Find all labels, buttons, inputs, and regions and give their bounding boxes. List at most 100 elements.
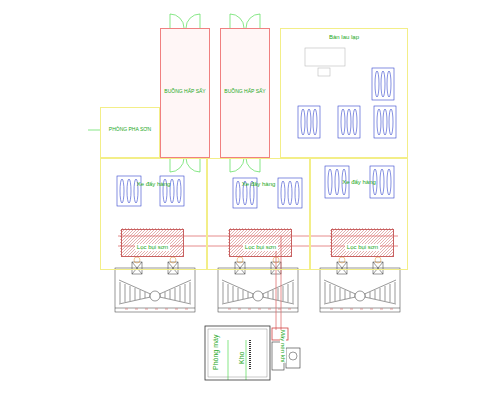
booth-tick xyxy=(135,309,138,310)
room-zone: Xe đẩy hàngLọc bụi sơn xyxy=(207,158,310,270)
fan-box xyxy=(132,262,142,274)
booth-tick xyxy=(350,309,353,310)
grate-bar xyxy=(228,284,229,302)
booth-tick xyxy=(278,309,281,310)
grate-bar xyxy=(120,282,121,303)
booth-base xyxy=(218,308,298,309)
doors xyxy=(88,14,330,380)
fan-x xyxy=(168,262,178,274)
fan-x xyxy=(373,262,383,274)
booth-tick xyxy=(380,309,383,310)
booth xyxy=(115,268,195,312)
room-label: Lọc bụi sơn xyxy=(345,244,380,251)
booth-tick xyxy=(125,309,128,310)
grate-bar xyxy=(233,286,234,301)
trolley-rack xyxy=(307,109,311,135)
booth-tick xyxy=(248,309,251,310)
booth-tick xyxy=(268,309,271,310)
grate-bar xyxy=(243,290,244,299)
booth-tick xyxy=(330,309,333,310)
pipes xyxy=(118,236,398,330)
grate-bar xyxy=(125,284,126,302)
trolley-rack xyxy=(377,109,381,135)
booth-tick xyxy=(185,309,188,310)
room-label: Xe đẩy hàng xyxy=(101,181,206,188)
grate-bar xyxy=(380,288,381,300)
grate-bar xyxy=(375,290,376,299)
trolley-rack xyxy=(383,109,387,135)
booth-base xyxy=(115,308,195,309)
grate-bar xyxy=(385,286,386,301)
grate-bar xyxy=(145,292,146,298)
booth-tick xyxy=(175,309,178,310)
trolley-rack xyxy=(127,179,131,203)
grate-bar xyxy=(390,284,391,302)
trolley xyxy=(160,176,184,206)
booth-tick xyxy=(390,309,393,310)
grate-bar xyxy=(268,292,269,298)
valve xyxy=(375,257,381,263)
valve xyxy=(237,257,243,263)
grate-bar xyxy=(278,288,279,300)
booth xyxy=(320,268,400,312)
trolley-rack xyxy=(375,71,379,97)
trolley-rack xyxy=(295,181,299,205)
trolley xyxy=(374,106,396,138)
booth-fan xyxy=(253,291,263,301)
room-zone: Xe đẩy hàngLọc bụi sơn xyxy=(100,158,207,270)
room-note: Phòng máy xyxy=(212,335,219,370)
trolley-rack xyxy=(236,181,240,205)
grate-bar xyxy=(325,282,326,303)
grate-bar xyxy=(330,284,331,302)
room-note: Máy nén khí xyxy=(280,330,286,363)
trolley-rack xyxy=(313,109,317,135)
trolley-rack xyxy=(281,181,285,205)
grate-bar xyxy=(135,288,136,300)
trolley xyxy=(338,106,360,138)
grate-bar xyxy=(345,290,346,299)
room-note: Kho xyxy=(238,352,245,364)
booth-tick xyxy=(288,309,291,310)
grate-bar xyxy=(273,290,274,299)
grate-bar xyxy=(140,290,141,299)
booth-fan xyxy=(150,291,160,301)
trolley-rack xyxy=(387,169,391,195)
trolley-rack xyxy=(380,169,384,195)
fan-box xyxy=(373,262,383,274)
booth-tick xyxy=(145,309,148,310)
room-label: BUỒNG HẤP SẤY xyxy=(161,89,209,95)
fan-box xyxy=(337,262,347,274)
booth-tick xyxy=(370,309,373,310)
trolley-rack xyxy=(301,109,305,135)
filter-hatch xyxy=(330,228,393,256)
filter-unit: Lọc bụi sơn xyxy=(121,229,184,257)
room-zone: Bàn lau lạp xyxy=(280,28,408,158)
grate-bar xyxy=(175,288,176,300)
booth-tick xyxy=(228,309,231,310)
filter-unit: Lọc bụi sơn xyxy=(229,229,292,257)
trolley xyxy=(117,176,141,206)
drying-booth: BUỒNG HẤP SẤY xyxy=(220,28,270,158)
grate-bar xyxy=(223,282,224,303)
booth-tick xyxy=(238,309,241,310)
trolley-rack xyxy=(347,109,351,135)
grate-bar xyxy=(248,292,249,298)
room-label: Xe đẩy hàng xyxy=(311,179,407,186)
booth-fan xyxy=(355,291,365,301)
trolley xyxy=(298,106,320,138)
room-label: Lọc bụi sơn xyxy=(243,244,278,251)
trolley-rack xyxy=(335,169,339,195)
booth xyxy=(218,268,298,312)
fan-box xyxy=(235,262,245,274)
grate-bar xyxy=(180,286,181,301)
trolley-rack xyxy=(288,181,292,205)
filter-unit: Lọc bụi sơn xyxy=(331,229,394,257)
trolley-rack xyxy=(341,109,345,135)
room-label: Lọc bụi sơn xyxy=(135,244,170,251)
booth-tick xyxy=(360,309,363,310)
grate-bar xyxy=(340,288,341,300)
grate-bar xyxy=(238,288,239,300)
booth-tick xyxy=(258,309,261,310)
trolley xyxy=(372,68,394,100)
filter-hatch xyxy=(120,228,183,256)
